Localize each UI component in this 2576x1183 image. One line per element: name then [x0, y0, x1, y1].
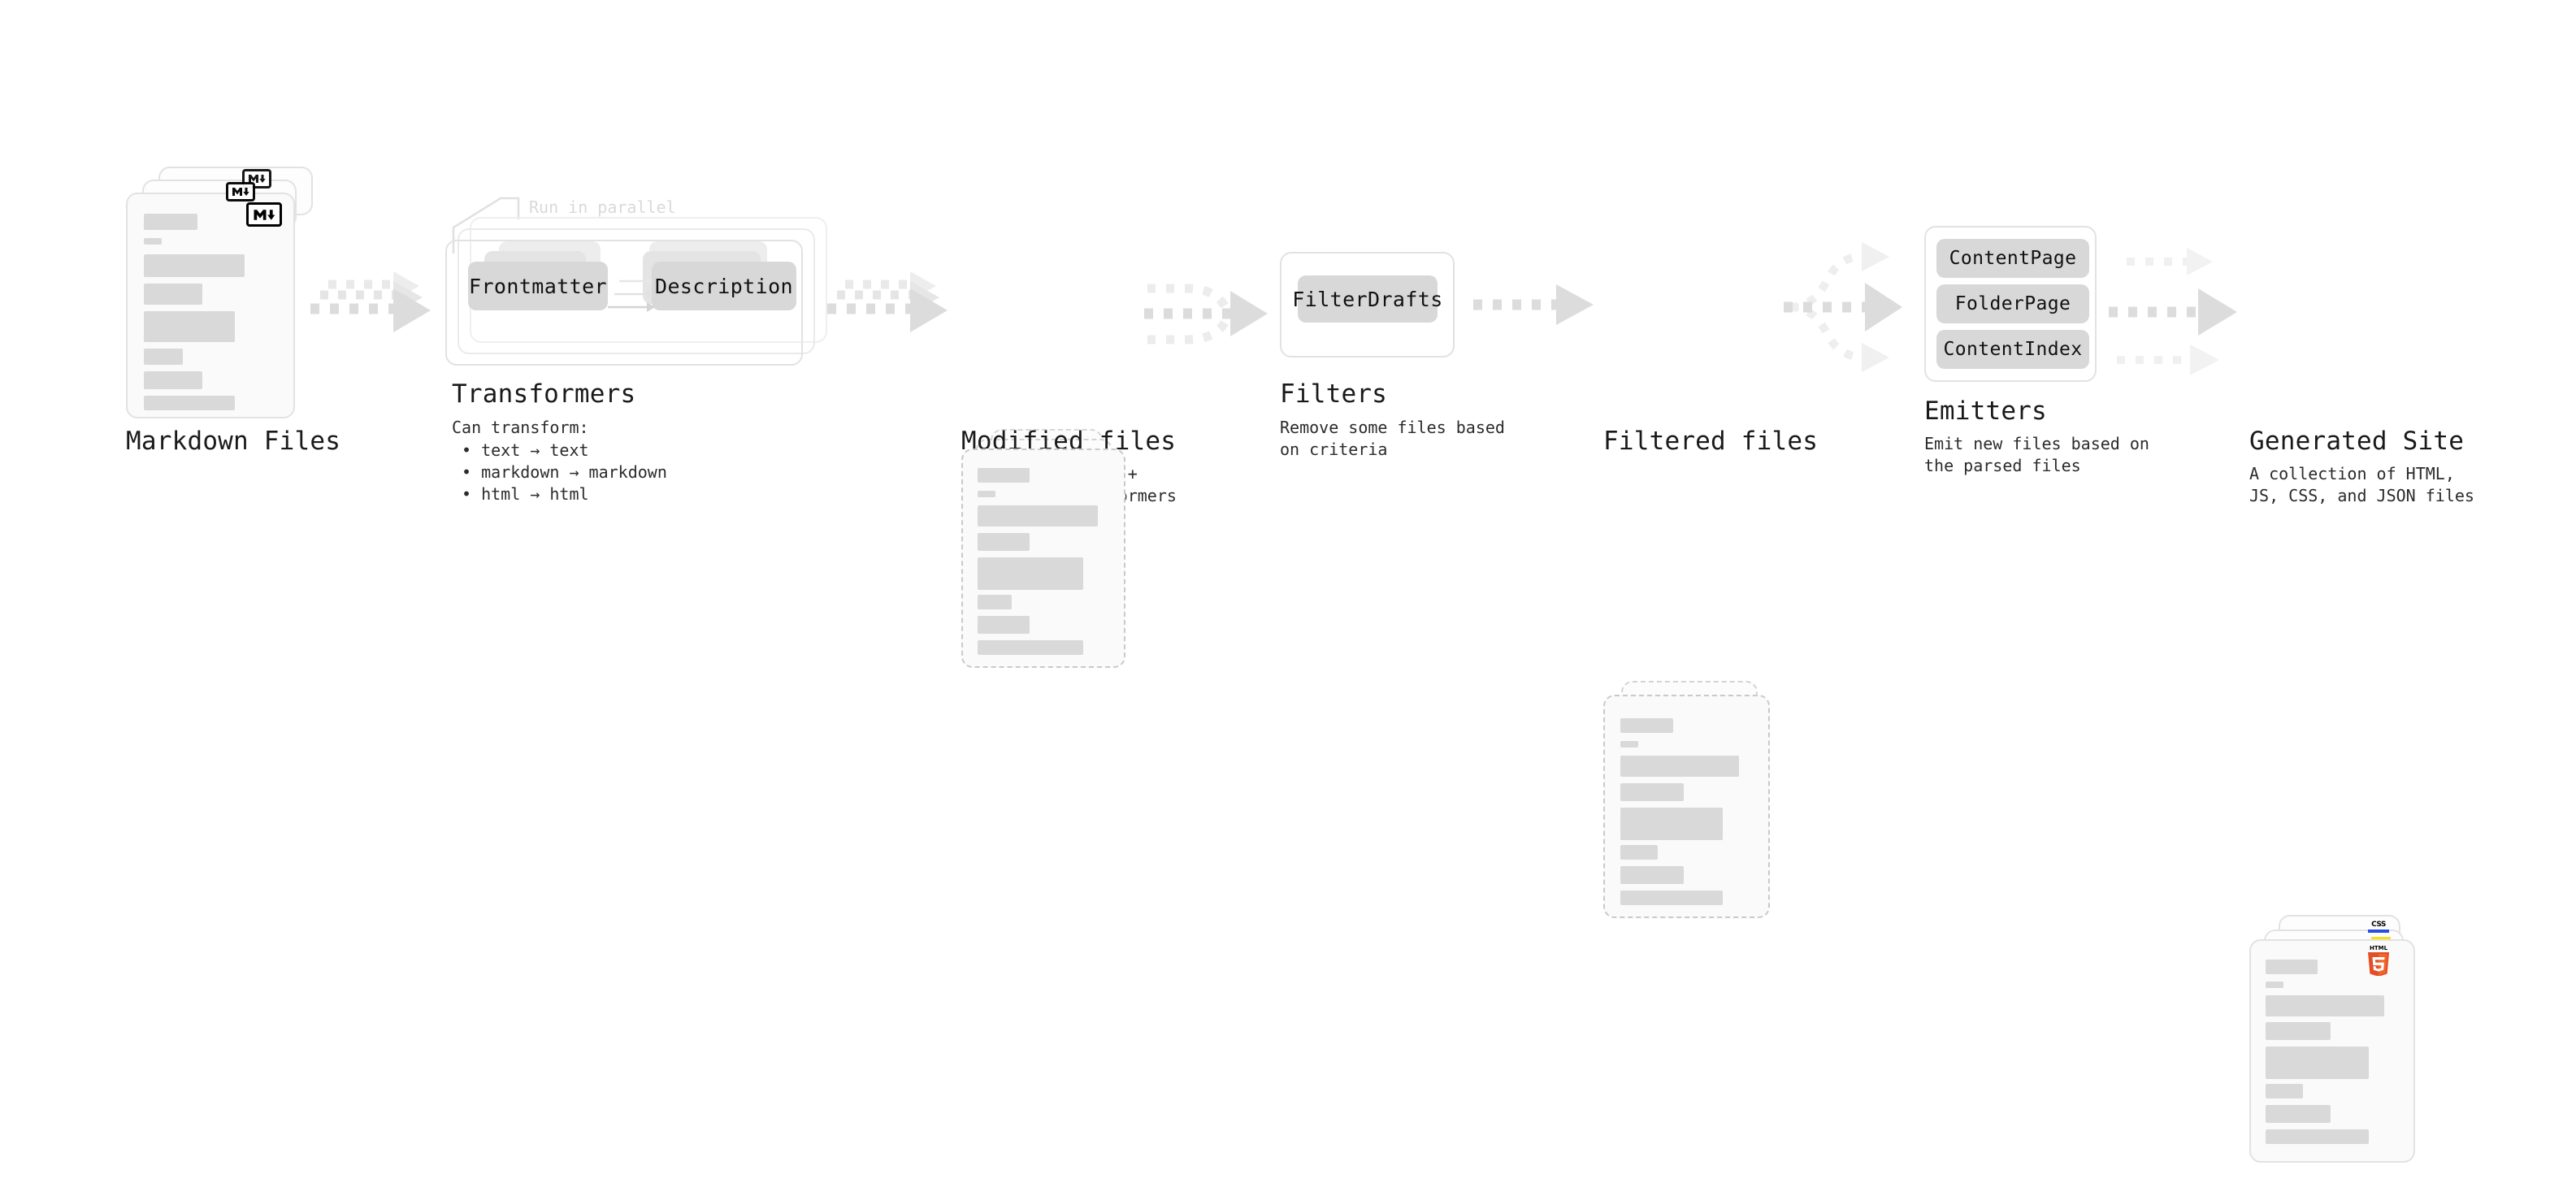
filtered-files-title: Filtered files: [1603, 427, 1819, 456]
emitters-subtitle: Emit new files based on the parsed files: [1924, 434, 2149, 475]
chip-contentpage[interactable]: ContentPage: [1936, 239, 2089, 278]
skeleton-line: [978, 595, 1012, 609]
skeleton-line: [978, 557, 1083, 590]
skeleton-line: [144, 214, 197, 230]
transformers-title: Transformers: [452, 379, 636, 409]
skeleton-line: [978, 533, 1030, 551]
skeleton-line: [1620, 808, 1723, 840]
arrow-filtered-to-emitters: [1784, 242, 1902, 372]
arrow-filters-to-filtered: [1473, 284, 1594, 325]
emitters-title: Emitters: [1924, 396, 2047, 426]
skeleton-line: [978, 616, 1030, 634]
skeleton-line: [144, 349, 183, 365]
skeleton-line: [2266, 960, 2318, 974]
bullet-item: • html → html: [462, 484, 589, 504]
skeleton-line: [144, 238, 162, 245]
markdown-glyph: [249, 175, 266, 183]
arrow-transformers-to-modified: [827, 271, 948, 332]
skeleton-line: [1620, 741, 1638, 748]
chip-frontmatter[interactable]: Frontmatter: [468, 262, 608, 310]
filters-title: Filters: [1280, 379, 1388, 409]
skeleton-line: [978, 640, 1083, 655]
skeleton-line: [1620, 845, 1658, 860]
run-in-parallel-bracket: [452, 197, 520, 254]
arrow-modified-to-filters: [1144, 284, 1268, 344]
pipeline-diagram: Markdown Files Run in parallel x x x x: [126, 167, 2474, 1163]
filters-box: FilterDrafts: [1280, 252, 1455, 358]
transformers-box: [445, 240, 803, 366]
skeleton-line: [2266, 1105, 2331, 1123]
html5-icon: HTML: [2365, 943, 2392, 979]
skeleton-line: [1620, 783, 1684, 801]
run-in-parallel-label: Run in parallel: [529, 197, 676, 217]
skeleton-line: [2266, 1022, 2331, 1040]
modified-files-stack: [961, 429, 1148, 681]
skeleton-line: [1620, 718, 1673, 733]
markdown-files-title: Markdown Files: [126, 427, 341, 456]
css-icon-text: CSS: [2371, 921, 2386, 929]
chip-filterdrafts[interactable]: FilterDrafts: [1292, 275, 1442, 323]
transformers-bullets: • text → text • markdown → markdown • ht…: [462, 440, 667, 505]
skeleton-line: [144, 284, 202, 305]
chip-contentindex[interactable]: ContentIndex: [1936, 330, 2089, 369]
html5-glyph: HTML: [2368, 945, 2389, 977]
skeleton-line: [1620, 890, 1723, 905]
generated-site-subtitle: A collection of HTML, JS, CSS, and JSON …: [2249, 464, 2474, 505]
arrow-markdown-to-transformers: [310, 271, 431, 332]
generated-site-title: Generated Site: [2249, 427, 2465, 456]
skeleton-line: [2266, 1084, 2303, 1098]
chip-description[interactable]: Description: [652, 262, 796, 310]
skeleton-line: [978, 491, 995, 497]
emitters-box: ContentPage FolderPage ContentIndex: [1924, 226, 2097, 382]
generated-site-stack: CSS HTML: [2249, 915, 2461, 1183]
markdown-glyph: [254, 209, 275, 220]
transformers-box-ghost-1: [458, 228, 815, 354]
skeleton-line: [978, 468, 1030, 483]
markdown-icon: [226, 182, 255, 202]
skeleton-line: [144, 371, 202, 389]
bullet-item: • markdown → markdown: [462, 462, 667, 482]
markdown-glyph: [232, 188, 249, 196]
filtered-files-stack: [1603, 681, 1790, 933]
skeleton-line: [1620, 866, 1684, 884]
markdown-icon: [242, 169, 271, 188]
transformers-group: x x x x Frontmatter Description: [445, 217, 827, 366]
skeleton-line: [1620, 756, 1739, 777]
svg-text:HTML: HTML: [2370, 945, 2388, 951]
transformer-inner-arrows: [608, 277, 655, 312]
modified-card-front: [961, 448, 1125, 668]
filtered-card-front: [1603, 695, 1770, 918]
css-icon-bar: [2368, 930, 2389, 933]
bullet-item: • text → text: [462, 440, 589, 460]
skeleton-line: [2266, 982, 2283, 988]
skeleton-line: [2266, 1046, 2369, 1079]
transformers-subtitle: Can transform:: [452, 418, 589, 437]
skeleton-line: [144, 311, 235, 342]
arrow-emitters-to-site: [2109, 248, 2237, 375]
css-icon: CSS: [2368, 921, 2389, 933]
skeleton-line: [2266, 1129, 2369, 1144]
skeleton-line: [2266, 995, 2384, 1016]
skeleton-line: [978, 505, 1098, 526]
markdown-card-front: [126, 193, 295, 418]
skeleton-line: [144, 254, 245, 277]
skeleton-line: [144, 396, 235, 410]
chip-folderpage[interactable]: FolderPage: [1936, 284, 2089, 323]
markdown-icon: [246, 202, 282, 227]
filters-subtitle: Remove some files based on criteria: [1280, 418, 1505, 459]
markdown-files-stack: [126, 167, 313, 418]
